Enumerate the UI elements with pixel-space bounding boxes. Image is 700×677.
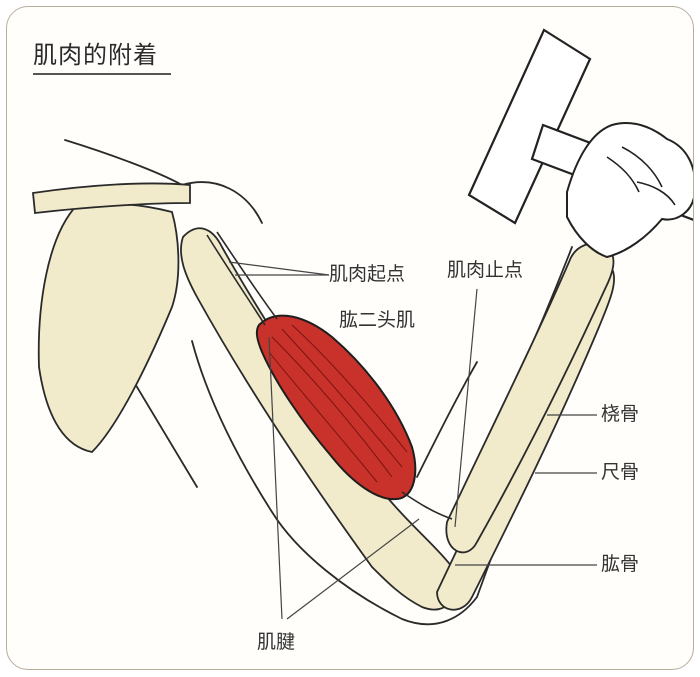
- title-underline: [33, 73, 171, 75]
- label-muscle-origin: 肌肉起点: [329, 265, 405, 284]
- radius-bone: [446, 243, 613, 552]
- arm-illustration: [7, 7, 694, 670]
- figure-title: 肌肉的附着: [33, 35, 158, 70]
- label-humerus: 肱骨: [601, 555, 639, 574]
- label-biceps: 肱二头肌: [339, 311, 415, 330]
- label-ulna: 尺骨: [601, 463, 639, 482]
- label-tendon: 肌腱: [257, 633, 295, 652]
- label-radius: 桡骨: [601, 405, 639, 424]
- scapula: [39, 203, 179, 452]
- figure-frame: 肌肉的附着 肌肉起点 肌肉止点 肱二头肌 桡骨 尺骨 肱骨 肌腱: [6, 6, 694, 670]
- label-muscle-insertion: 肌肉止点: [447, 261, 523, 280]
